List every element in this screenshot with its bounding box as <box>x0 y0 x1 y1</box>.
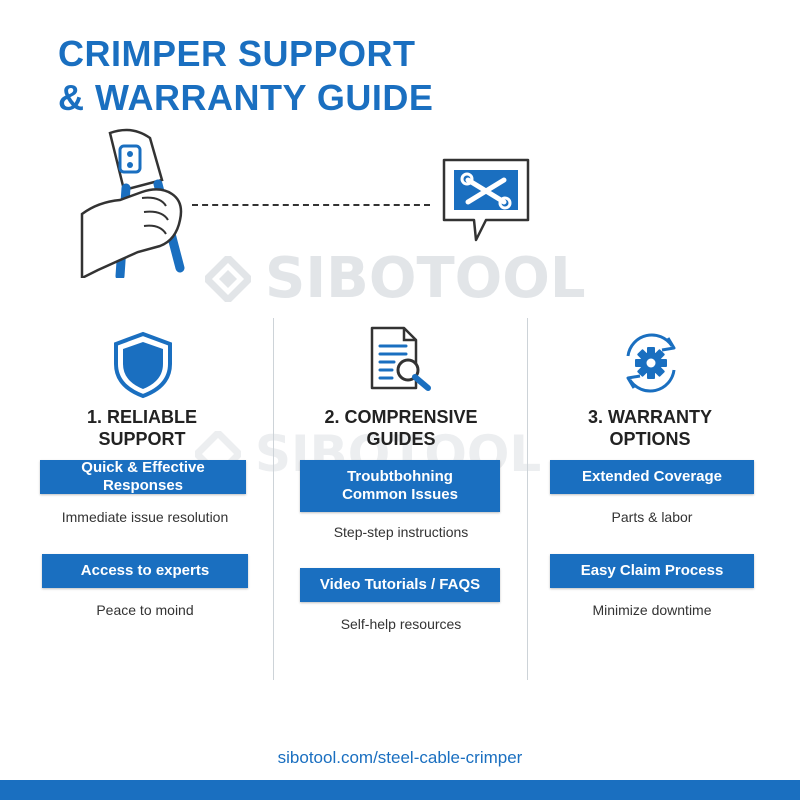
hand-holding-crimper-icon <box>80 128 185 278</box>
feature-description: Peace to moind <box>96 602 194 618</box>
watermark-logo-icon <box>205 255 251 302</box>
column-title: 1. RELIABLE SUPPORT <box>86 407 197 449</box>
connector-dashed-line <box>192 204 430 206</box>
feature-description: Immediate issue resolution <box>61 509 229 525</box>
feature-bar-extended-coverage: Extended Coverage <box>550 460 754 494</box>
feature-bar-easy-claim: Easy Claim Process <box>550 554 754 588</box>
footer-bar <box>0 780 800 800</box>
column-divider <box>527 318 528 680</box>
watermark: SIBOTOOL <box>205 246 586 311</box>
shield-icon <box>114 331 172 399</box>
feature-description: Self-help resources <box>340 616 462 632</box>
watermark-text: SIBOTOOL <box>265 246 586 311</box>
column-title: 2. COMPRENSIVE GUIDES <box>324 407 478 449</box>
feature-bar-troubleshooting: Troubtbohning Common Issues <box>300 460 500 512</box>
feature-bar-quick-responses: Quick & Effective Responses <box>40 459 246 494</box>
footer-url-link[interactable]: sibotool.com/steel-cable-crimper <box>277 748 523 767</box>
feature-bar-access-experts: Access to experts <box>42 554 248 588</box>
document-search-icon <box>370 326 431 391</box>
column-title: 3. WARRANTY OPTIONS <box>587 407 712 449</box>
page-title: CRIMPER SUPPORT & WARRANTY GUIDE <box>58 32 433 120</box>
support-chat-tools-icon <box>442 158 530 242</box>
page-title-line-1: CRIMPER SUPPORT <box>58 33 416 74</box>
gear-refresh-icon <box>626 333 676 393</box>
feature-description: Minimize downtime <box>592 602 712 618</box>
feature-bar-video-tutorials: Video Tutorials / FAQS <box>300 568 500 602</box>
column-divider <box>273 318 274 680</box>
page-title-line-2: & WARRANTY GUIDE <box>58 77 434 118</box>
feature-description: Step-step instructions <box>333 524 469 540</box>
feature-description: Parts & labor <box>611 509 693 525</box>
